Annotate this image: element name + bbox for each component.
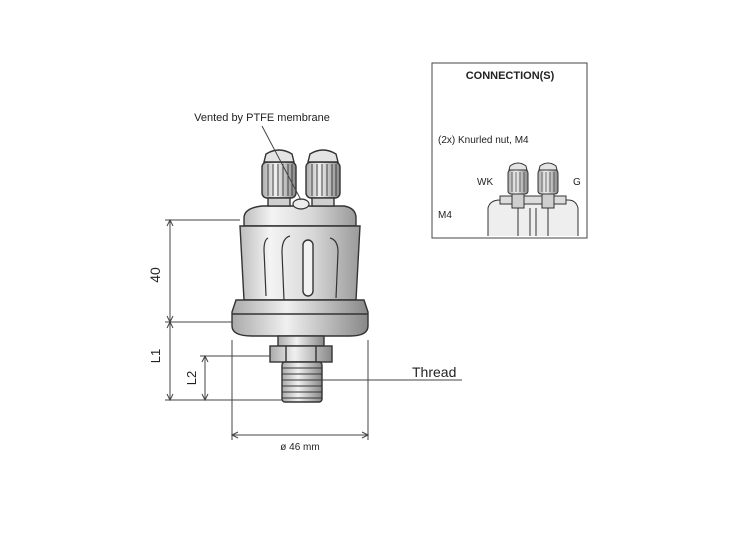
sensor-body bbox=[231, 205, 369, 403]
m4-label: M4 bbox=[438, 210, 452, 221]
connections-title: CONNECTION(S) bbox=[466, 70, 555, 82]
knurled-nut-label: (2x) Knurled nut, M4 bbox=[438, 135, 529, 146]
connections-box: CONNECTION(S) (2x) Knurled nut, M4 WK G … bbox=[431, 62, 588, 239]
l1-dimension-label: L1 bbox=[148, 349, 163, 363]
diameter-label: ø 46 mm bbox=[280, 442, 319, 453]
knurled-nut-left bbox=[261, 149, 297, 207]
g-terminal-label: G bbox=[573, 177, 581, 188]
l2-dimension-label: L2 bbox=[184, 371, 199, 385]
vent-label: Vented by PTFE membrane bbox=[194, 112, 330, 124]
thread-label: Thread bbox=[412, 364, 456, 380]
mini-terminals-drawing bbox=[487, 162, 579, 236]
height-dimension-label: 40 bbox=[147, 267, 163, 283]
wk-terminal-label: WK bbox=[477, 177, 493, 188]
ptfe-membrane bbox=[292, 198, 310, 210]
dimension-lines bbox=[165, 125, 462, 440]
knurled-nut-right bbox=[305, 149, 341, 207]
